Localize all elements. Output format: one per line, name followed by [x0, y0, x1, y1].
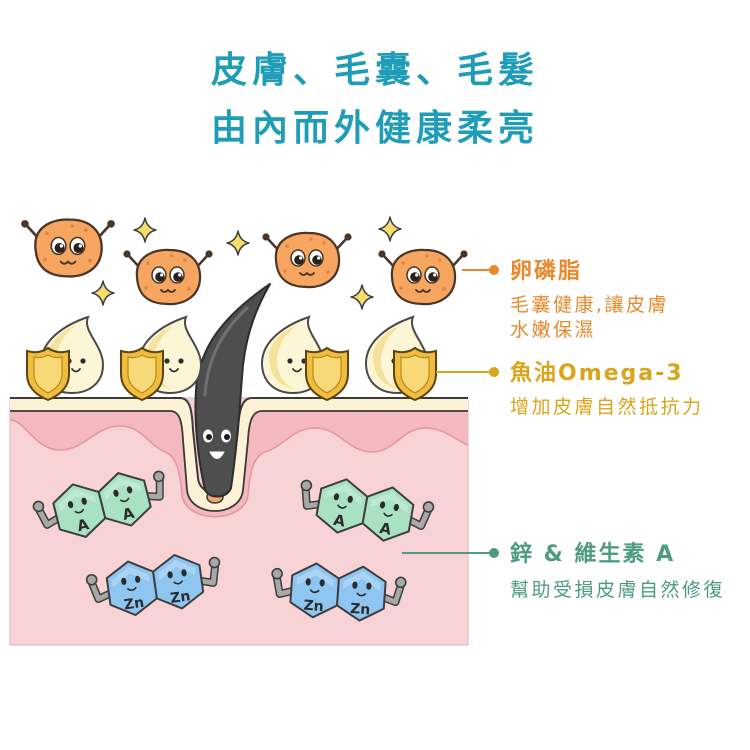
connector-dot-zinc-vitamin-a	[489, 548, 499, 558]
zinc-letter: Zn	[303, 598, 324, 615]
zinc-vitamin-a-description: 幫助受損皮膚自然修復	[510, 579, 725, 601]
lecithin-blob-icon	[377, 248, 469, 306]
zinc-letter: Zn	[169, 588, 191, 607]
vitamin-a-letter: A	[332, 511, 347, 531]
shield-icon	[305, 347, 349, 401]
zinc-letter: Zn	[123, 595, 145, 614]
vitamin-a-letter: A	[75, 515, 91, 535]
fish-oil-description: 增加皮膚自然抵抗力	[510, 396, 704, 418]
vitamin-a-letter: A	[378, 519, 393, 539]
connector-dot-lecithin	[489, 265, 499, 275]
sparkle-icon	[350, 284, 374, 310]
lecithin-blob-icon	[261, 231, 353, 289]
zinc-letter: Zn	[350, 601, 371, 618]
sparkle-icon	[91, 280, 115, 306]
vitamin-a-molecule-icon: A A	[32, 466, 165, 544]
hair-highlight	[203, 306, 249, 397]
lecithin-description-line-2: 水嫩保濕	[510, 319, 596, 341]
shield-icon	[120, 347, 164, 401]
hair-face	[203, 429, 231, 459]
skin-epidermis	[10, 398, 468, 511]
vitamin-a-molecule-icon: A A	[300, 474, 435, 546]
title-line-1: 皮膚、毛囊、毛髮	[211, 50, 539, 91]
sparkle-icon	[378, 216, 402, 242]
skin-upper-dermis	[10, 411, 468, 517]
fish-oil-name: 魚油Omega-3	[510, 360, 684, 386]
title-line-2: 由內而外健康柔亮	[211, 107, 539, 149]
label-zinc-vitamin-a: 鋅 & 維生素 A 幫助受損皮膚自然修復	[510, 541, 725, 601]
vitamin-a-letter: A	[121, 504, 137, 524]
lecithin-blob-icon	[122, 248, 214, 306]
lecithin-description-line-1: 毛囊健康,讓皮膚	[510, 294, 669, 316]
skin-wave-line	[9, 419, 469, 518]
label-fish-oil: 魚油Omega-3 增加皮膚自然抵抗力	[510, 360, 704, 418]
lecithin-name: 卵磷脂	[510, 258, 582, 284]
zinc-molecule-icon: Zn Zn	[271, 560, 407, 624]
zinc-molecule-icon: Zn Zn	[85, 550, 221, 620]
label-lecithin: 卵磷脂 毛囊健康,讓皮膚 水嫩保濕	[510, 258, 669, 341]
zinc-vitamin-a-name: 鋅 & 維生素 A	[510, 541, 675, 567]
connector-dot-fish-oil	[489, 367, 499, 377]
hair-shaft	[194, 283, 271, 498]
hair-character-icon	[194, 283, 271, 504]
sparkle-icon	[226, 230, 250, 256]
lecithin-blob-icon	[19, 218, 117, 278]
sparkle-icon	[133, 217, 157, 243]
epidermis-inner-line	[10, 410, 468, 512]
